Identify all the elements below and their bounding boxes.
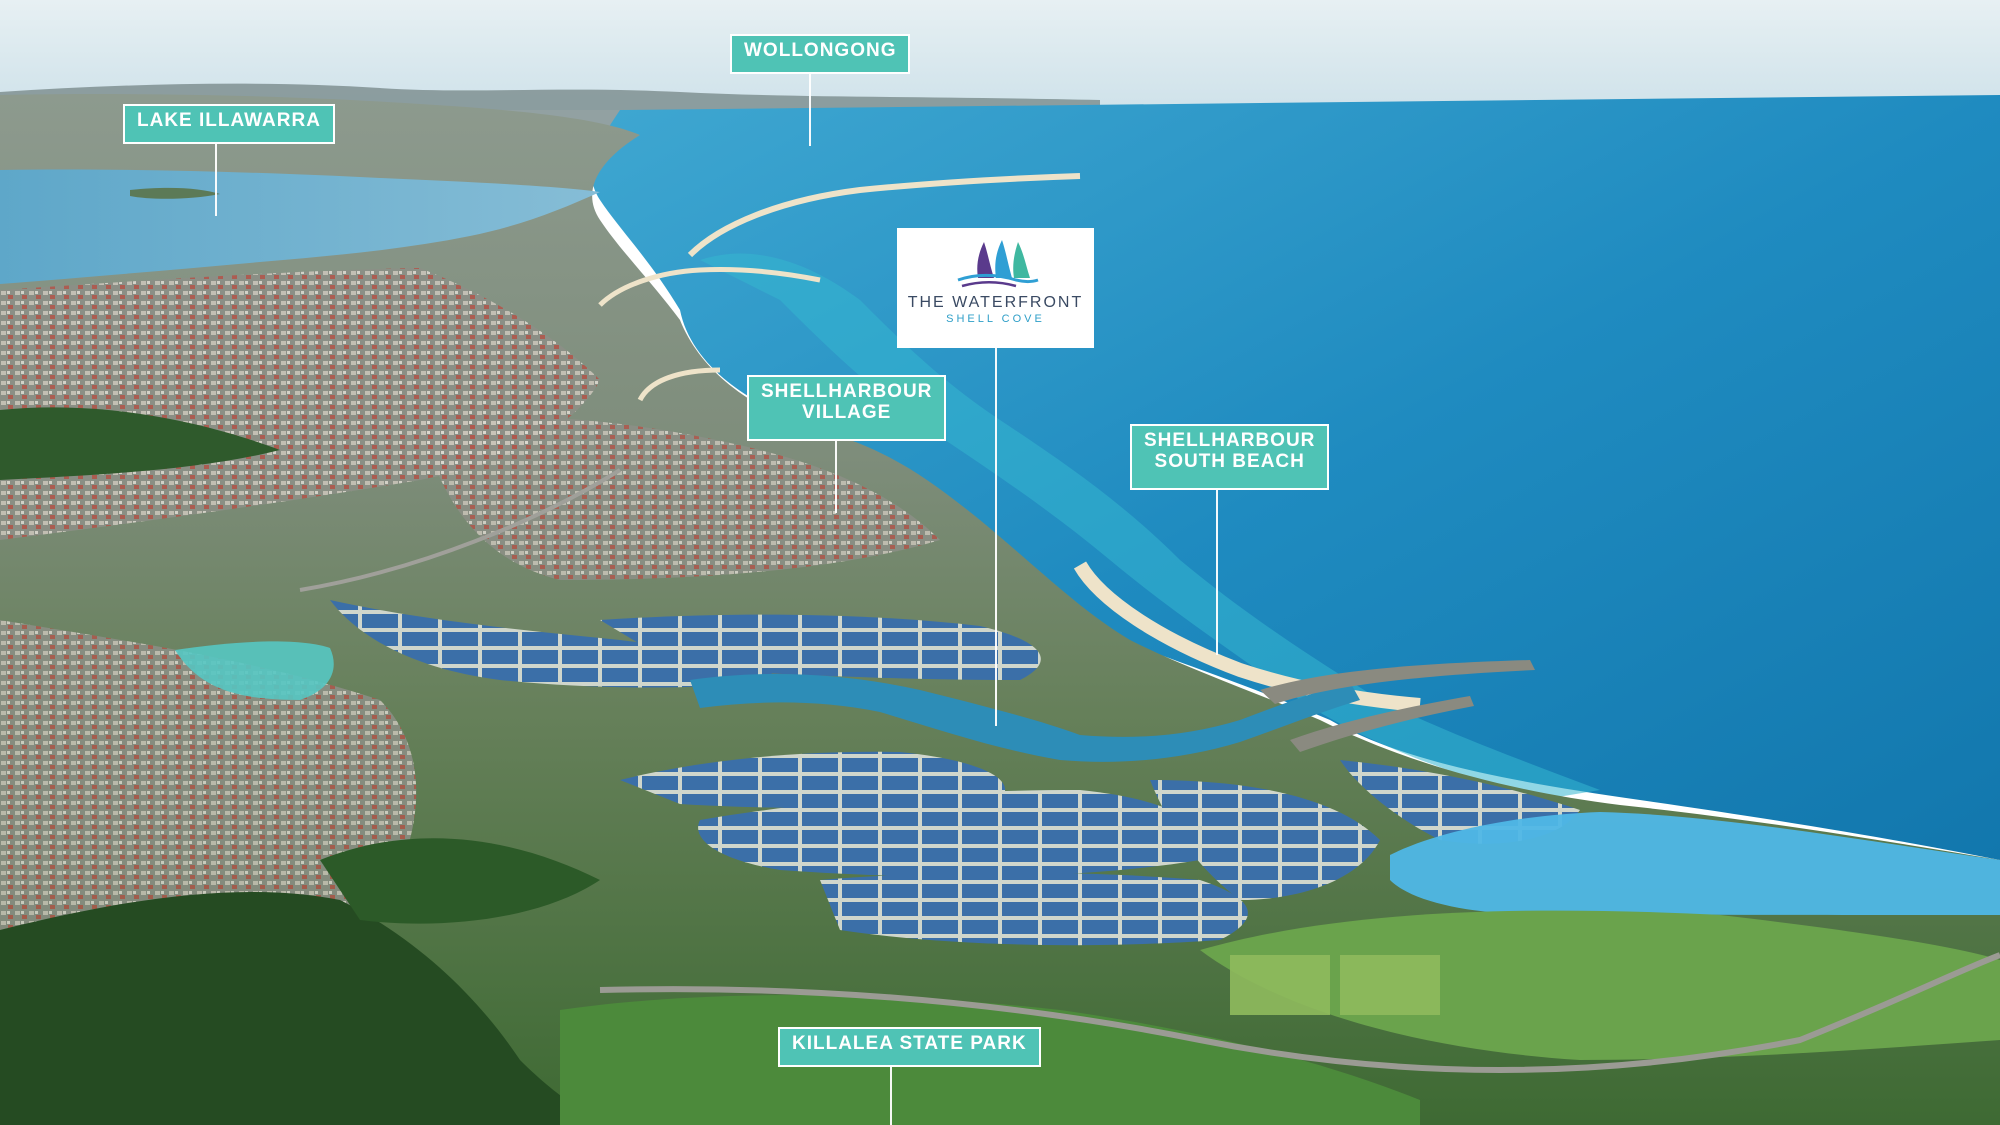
killalea-state-park-leader <box>890 1065 892 1125</box>
shellharbour-village-label-line2: VILLAGE <box>802 402 892 424</box>
lake-illawarra-leader <box>215 144 217 216</box>
shellharbour-south-beach-label-line1: SHELLHARBOUR <box>1144 430 1316 451</box>
waterfront-logo-subtitle: SHELL COVE <box>946 313 1045 325</box>
killalea-state-park-label: KILLALEA STATE PARK <box>778 1027 1041 1067</box>
shellharbour-village-label: SHELLHARBOUR VILLAGE <box>747 375 947 441</box>
shellharbour-village-leader <box>835 441 837 513</box>
shellharbour-south-beach-leader <box>1216 490 1218 655</box>
waterfront-leader <box>995 348 997 726</box>
lake-illawarra-label: LAKE ILLAWARRA <box>123 104 335 144</box>
wollongong-label-text: WOLLONGONG <box>744 40 897 61</box>
shellharbour-south-beach-label: SHELLHARBOUR SOUTH BEACH <box>1130 424 1330 490</box>
wollongong-label: WOLLONGONG <box>730 34 911 74</box>
shellharbour-south-beach-label-line2: SOUTH BEACH <box>1154 451 1305 473</box>
waterfront-logo-card: THE WATERFRONT SHELL COVE <box>897 228 1094 348</box>
waterfront-logo-title: THE WATERFRONT <box>907 294 1084 311</box>
sails-logo-icon <box>957 240 1038 288</box>
lake-illawarra-label-text: LAKE ILLAWARRA <box>137 110 321 131</box>
shellharbour-village-label-line1: SHELLHARBOUR <box>761 381 933 402</box>
killalea-state-park-label-text: KILLALEA STATE PARK <box>792 1033 1027 1054</box>
wollongong-leader <box>809 74 811 146</box>
